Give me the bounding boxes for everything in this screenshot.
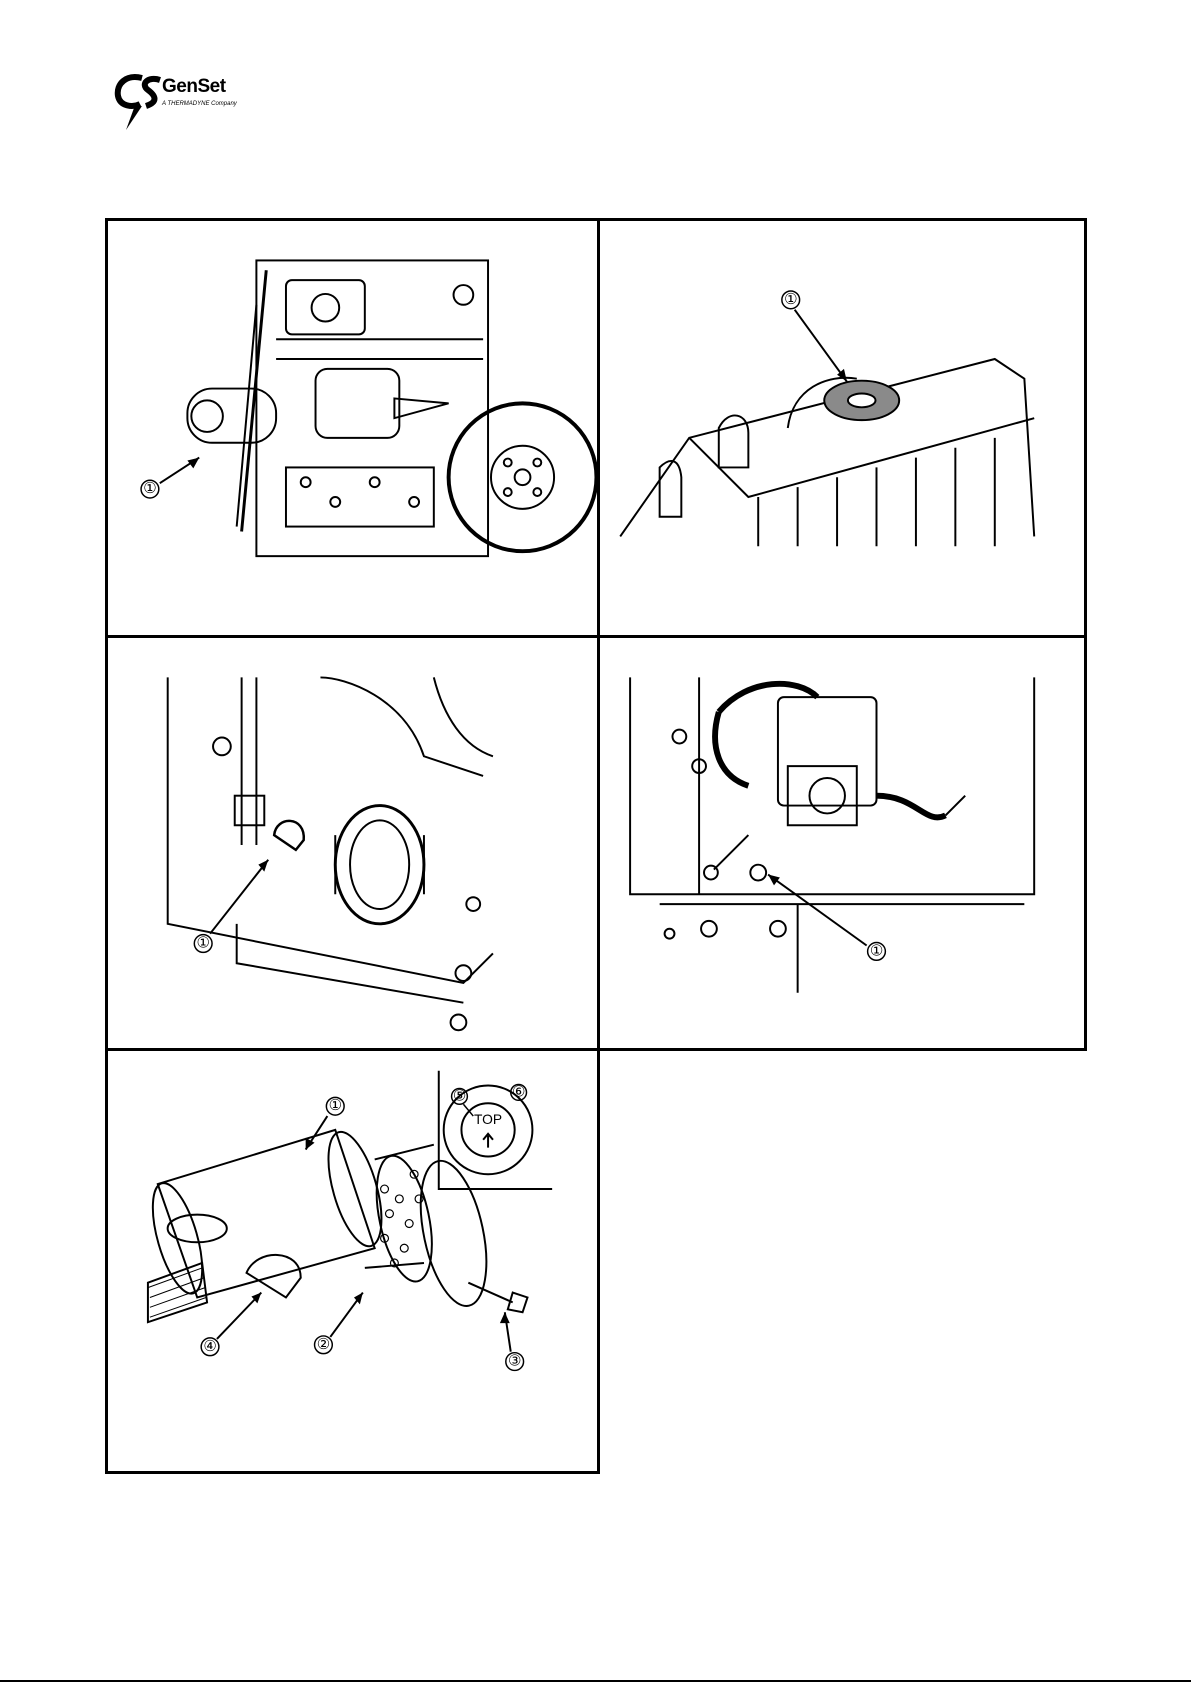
filter-element-holes [381, 1170, 423, 1267]
radiator-cap-illustration: ① [600, 221, 1084, 635]
figure-engine-side: ① [105, 218, 600, 638]
figure-grid: ① ① [105, 218, 1087, 1474]
oil-filler-callout-1: ① [197, 936, 210, 952]
air-filter-illustration: TOP ⑤ ⑥ ① ② ③ [108, 1051, 597, 1471]
fuel-pump-callout-1: ① [870, 943, 883, 959]
brand-tagline: A THERMADYNE Company [162, 101, 237, 107]
engine-side-callout-1: ① [143, 481, 156, 497]
air-filter-callout-1: ① [329, 1098, 342, 1114]
air-filter-callout-5: ⑤ [453, 1088, 466, 1104]
air-filter-callout-3: ③ [508, 1354, 521, 1370]
company-logo: GenSet A THERMADYNE Company [112, 70, 262, 130]
brand-name: GenSet [162, 76, 226, 98]
oil-filler-illustration: ① [108, 638, 597, 1048]
air-filter-callout-6: ⑥ [512, 1084, 525, 1100]
engine-side-illustration: ① [108, 221, 597, 635]
air-filter-inset: TOP ⑤ ⑥ [439, 1071, 552, 1189]
figure-air-filter: TOP ⑤ ⑥ ① ② ③ [105, 1048, 600, 1474]
inset-top-label: TOP [474, 1112, 502, 1127]
figure-oil-filler: ① [105, 635, 600, 1051]
air-filter-callout-2: ② [317, 1337, 330, 1353]
radiator-cap-callout-1: ① [784, 292, 797, 308]
air-filter-callout-4: ④ [203, 1339, 216, 1355]
fuel-pump-illustration: ① [600, 638, 1084, 1048]
figure-fuel-pump: ① [597, 635, 1087, 1051]
page-bottom-rule [0, 1680, 1191, 1682]
figure-radiator-cap: ① [597, 218, 1087, 638]
